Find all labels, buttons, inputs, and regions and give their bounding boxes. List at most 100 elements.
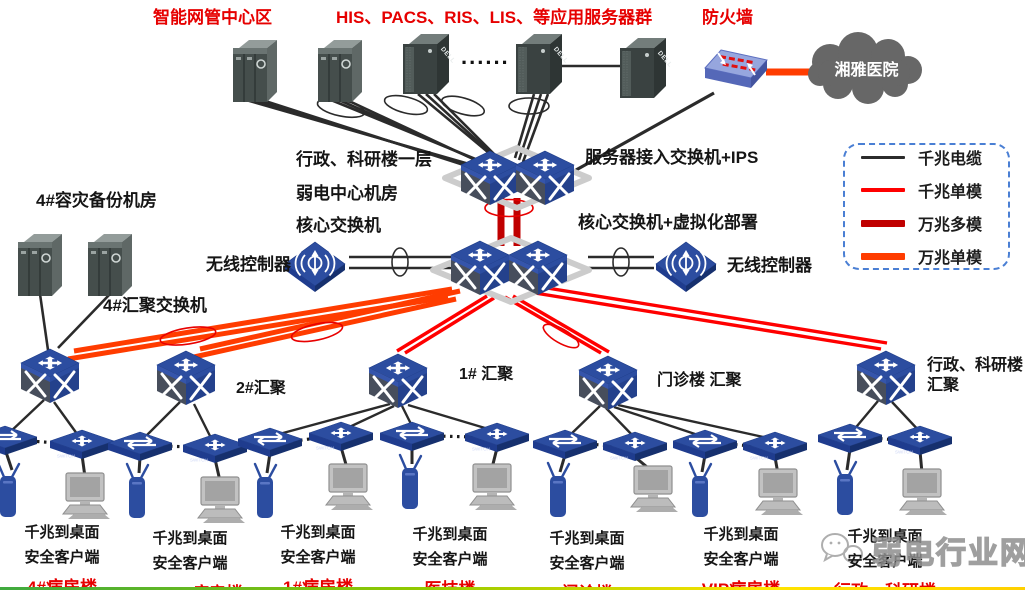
server-access-switch-cluster (442, 145, 592, 211)
building-group-6: 千兆到桌面 安全客户端 VIP病房楼 (675, 523, 807, 590)
access-switch-b-3 (308, 421, 374, 452)
link-aggregation-rings-black (316, 94, 630, 277)
client-note: 安全客户端 (847, 553, 923, 570)
access-switch-a-1 (0, 424, 39, 457)
legend-row-gig-copper: 千兆电缆 (861, 145, 1008, 169)
wireless-ap-1 (0, 461, 21, 519)
wireless-controller-left (284, 241, 346, 293)
dr-server-cables (38, 293, 111, 351)
core-room-note-3: 核心交换机 (296, 216, 381, 235)
dr-hp-server-1 (17, 233, 63, 297)
access-switch-b-2 (182, 433, 248, 464)
legend-swatch-tengig-singlemode (861, 252, 905, 260)
dell-server-3 (619, 37, 675, 99)
firewall-device (704, 49, 768, 89)
wlc-right-label: 无线控制器 (727, 256, 812, 275)
cloud-label: 湘雅医院 (834, 62, 899, 79)
building-group-2: 千兆到桌面 安全客户端 2#、3#病房楼 (124, 527, 256, 590)
core-room-note-1: 行政、科研楼一层 (296, 150, 432, 169)
access-switch-a-6 (671, 428, 739, 461)
hp-server-2 (317, 39, 363, 103)
desktop-note: 千兆到桌面 (549, 530, 625, 547)
access-switch-b-6 (742, 431, 808, 462)
desktop-pc-7 (899, 468, 948, 516)
bottom-accent-line (0, 587, 1025, 590)
wireless-ap-3 (253, 462, 278, 520)
aggregation-switch-outpatient (577, 354, 639, 412)
dr-hp-server-2 (87, 233, 133, 297)
legend-row-tengig-singlemode: 万兆单模 (861, 244, 1008, 268)
agg4-label: 4#汇聚交换机 (103, 296, 207, 315)
desktop-note: 千兆到桌面 (847, 528, 923, 545)
agg-admin-label-1: 行政、科研楼 (927, 357, 1024, 374)
server-access-switch-label: 服务器接入交换机+IPS (585, 148, 759, 167)
desktop-pc-5 (630, 465, 679, 513)
server-group-label: HIS、PACS、RIS、LIS、等应用服务器群 (336, 8, 653, 27)
legend-label: 千兆电缆 (918, 151, 983, 168)
legend-row-tengig-multimode: 万兆多模 (861, 211, 1008, 235)
client-note: 安全客户端 (703, 551, 779, 568)
building-name: 行政、科研楼 (819, 577, 951, 590)
legend-label: 万兆单模 (918, 250, 983, 267)
hp-server-1 (232, 39, 278, 103)
legend-swatch-gig-singlemode (861, 188, 905, 192)
link-aggregation-rings-red (159, 198, 580, 349)
desktop-pc-6 (755, 468, 804, 516)
server-ellipsis: ...... (461, 44, 510, 69)
desktop-pc-2 (197, 476, 246, 524)
ten-gig-singlemode-fibers (67, 68, 816, 362)
desktop-note: 千兆到桌面 (412, 526, 488, 543)
access-switch-a-7 (816, 422, 884, 455)
core-switch-label: 核心交换机+虚拟化部署 (578, 213, 758, 232)
desktop-note: 千兆到桌面 (280, 524, 356, 541)
dell-server-2 (515, 33, 571, 95)
aggregation-switch-2 (155, 349, 217, 407)
cloud-shape (808, 32, 922, 104)
access-switch-a-2 (106, 430, 174, 463)
agg-outpatient-label: 门诊楼 汇聚 (657, 372, 742, 389)
access-switch-a-5 (531, 428, 599, 461)
legend-row-gig-singlemode: 千兆单模 (861, 178, 1008, 202)
access-switch-b-1 (49, 429, 115, 460)
server-uplink-cables (245, 64, 715, 178)
wireless-controller-right (655, 241, 717, 293)
wireless-ap-5 (546, 461, 571, 519)
zone-label: 智能网管中心区 (153, 8, 272, 27)
building-name: VIP病房楼 (701, 580, 781, 590)
desktop-pc-1 (62, 472, 111, 520)
client-note: 安全客户端 (24, 549, 100, 566)
dell-server-1 (402, 33, 458, 95)
legend-label: 万兆多模 (918, 217, 983, 234)
legend-label: 千兆单模 (918, 184, 983, 201)
access-switch-a-3 (236, 426, 304, 459)
wireless-ap-6 (688, 461, 713, 519)
client-note: 安全客户端 (412, 551, 488, 568)
desktop-note: 千兆到桌面 (152, 530, 228, 547)
desktop-note: 千兆到桌面 (703, 526, 779, 543)
building-group-5: 千兆到桌面 安全客户端 门诊楼 (521, 527, 653, 590)
desktop-note: 千兆到桌面 (24, 524, 100, 541)
building-name: 医技楼 (424, 580, 476, 590)
client-note: 安全客户端 (280, 549, 356, 566)
firewall-label: 防火墙 (702, 8, 753, 27)
building-group-3: 千兆到桌面 安全客户端 1#病房楼 (252, 521, 384, 590)
client-note: 安全客户端 (152, 555, 228, 572)
agg1-label: 1# 汇聚 (459, 366, 514, 383)
aggregation-switch-1 (367, 352, 429, 410)
access-switch-a-4 (378, 420, 446, 453)
access-switch-b-4 (464, 422, 530, 453)
building-group-7: 千兆到桌面 安全客户端 行政、科研楼 (819, 525, 951, 590)
core-switch-cluster (430, 235, 592, 305)
legend-swatch-tengig-multimode (861, 219, 905, 227)
wechat-icon (821, 533, 863, 563)
wireless-ap-7 (833, 459, 858, 517)
agg-admin-label-2: 汇聚 (927, 377, 960, 394)
dr-room-label: 4#容灾备份机房 (36, 191, 157, 210)
legend: 千兆电缆 千兆单模 万兆多模 万兆单模 (843, 143, 1010, 270)
access-switch-b-5 (602, 431, 668, 462)
desktop-pc-3 (325, 463, 374, 511)
gig-singlemode-fibers (396, 285, 888, 355)
aggregation-switch-admin (855, 349, 917, 407)
